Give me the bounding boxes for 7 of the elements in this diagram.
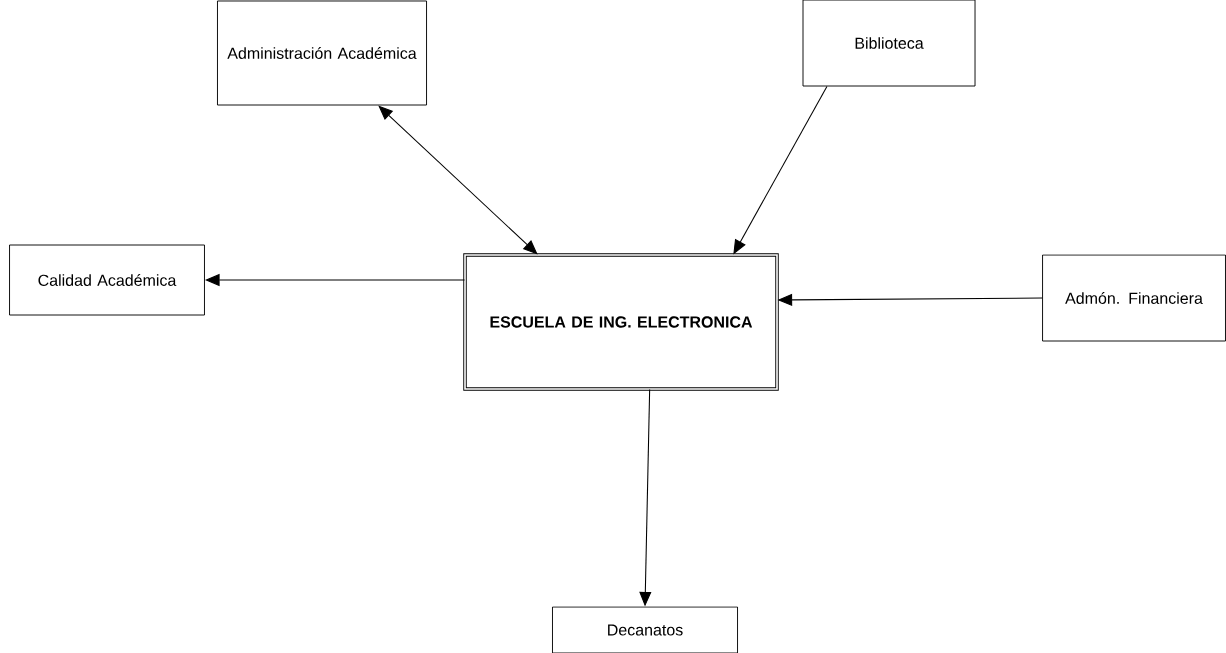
process-box: Biblioteca (802, 0, 976, 87)
arrow (378, 105, 538, 255)
process-box: Administración Académica (217, 0, 427, 106)
main-box: ESCUELA DE ING. ELECTRONICA (463, 253, 779, 391)
process-box: Calidad Académica (9, 244, 205, 316)
process-box: Admón. Financiera (1042, 254, 1226, 342)
process-box: Decanatos (552, 606, 738, 653)
